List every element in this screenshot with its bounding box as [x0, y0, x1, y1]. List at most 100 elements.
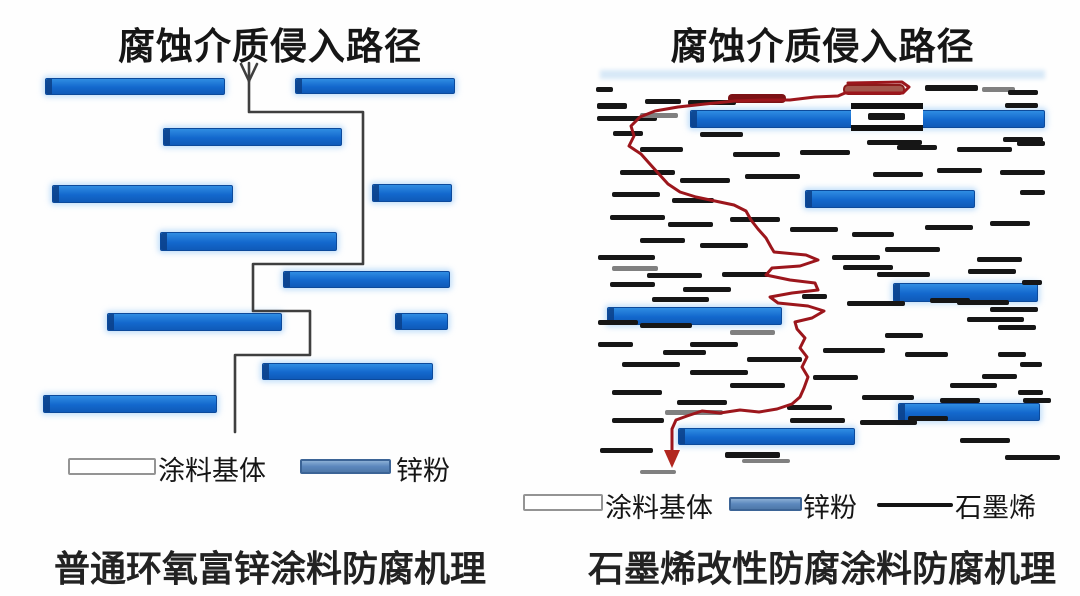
graphene-dash — [957, 147, 1012, 152]
graphene-dash — [905, 352, 948, 357]
legend-swatch-coating — [523, 494, 603, 511]
red-arrowhead-icon — [664, 450, 680, 468]
legend-label-graphene: 石墨烯 — [955, 493, 1036, 523]
graphene-dash — [862, 395, 914, 400]
graphene-dash — [612, 266, 658, 271]
graphene-dash — [873, 172, 923, 177]
graphene-dash — [847, 301, 905, 306]
thick-red-segment — [728, 94, 786, 103]
zinc-bar — [262, 363, 433, 380]
graphene-dash — [998, 352, 1026, 357]
graphene-dash — [930, 298, 970, 303]
graphene-dash — [1005, 103, 1038, 108]
left-panel-title: 腐蚀介质侵入路径 — [118, 26, 422, 67]
graphene-dash — [645, 99, 681, 104]
graphene-dash — [937, 168, 982, 173]
zinc-bar — [160, 232, 337, 251]
graphene-dash — [802, 294, 827, 299]
graphene-dash — [800, 150, 850, 155]
graphene-dash — [1003, 137, 1043, 142]
left-panel-caption: 普通环氧富锌涂料防腐机理 — [53, 548, 486, 589]
graphene-dash — [647, 273, 702, 278]
graphene-dash — [677, 400, 727, 405]
graphene-dash — [852, 232, 894, 237]
graphene-dash — [990, 221, 1030, 226]
graphene-dash — [787, 405, 832, 410]
graphene-dash — [680, 178, 730, 183]
legend-label-zinc: 锌粉 — [396, 456, 450, 486]
graphene-dash — [598, 342, 633, 347]
graphene-dash — [982, 374, 1017, 379]
zinc-bar — [678, 428, 855, 445]
graphene-dash — [745, 174, 800, 179]
light-blue-halo — [600, 70, 1045, 79]
graphene-dash — [813, 375, 858, 380]
zinc-bar — [372, 184, 452, 202]
zinc-bar — [107, 313, 282, 331]
legend-swatch-zinc — [300, 459, 391, 474]
zinc-bar — [163, 128, 342, 146]
graphene-dash — [925, 225, 973, 230]
legend-label-coating: 涂料基体 — [605, 493, 713, 523]
graphene-dash — [1020, 190, 1045, 195]
graphene-dash — [622, 362, 680, 367]
graphene-dash — [1018, 390, 1043, 395]
zinc-bar — [43, 395, 217, 413]
graphene-dash — [1017, 141, 1045, 146]
graphene-dash — [733, 152, 780, 157]
zinc-bar — [283, 271, 450, 288]
graphene-dash — [1023, 398, 1051, 403]
graphene-dash — [640, 147, 683, 152]
graphene-dash — [690, 370, 748, 375]
graphene-dash — [790, 418, 845, 423]
graphene-dash — [598, 320, 638, 325]
graphene-dash — [672, 198, 714, 203]
graphene-dash — [610, 215, 665, 220]
zinc-bar — [395, 313, 448, 330]
graphene-dash — [683, 287, 731, 292]
graphene-dash — [1022, 280, 1042, 285]
zinc-bar — [295, 78, 455, 94]
graphene-dash — [612, 390, 662, 395]
graphene-dash — [832, 255, 880, 260]
graphene-dash — [730, 330, 775, 335]
graphene-dash — [957, 300, 1009, 305]
graphene-dash — [877, 272, 930, 277]
legend-label-coating: 涂料基体 — [158, 456, 266, 486]
graphene-dash — [940, 398, 980, 403]
graphene-dash — [597, 103, 627, 109]
graphene-dash — [1008, 90, 1038, 95]
graphene-dash — [690, 342, 738, 347]
graphene-dash — [640, 113, 678, 118]
graphene-dash — [598, 255, 655, 260]
graphene-dash — [652, 297, 709, 302]
graphene-dash — [620, 170, 675, 175]
graphene-dash — [742, 459, 790, 463]
graphene-dash — [640, 238, 685, 243]
graphene-dash — [668, 222, 713, 227]
graphene-dash — [610, 282, 655, 287]
graphene-dash — [730, 383, 785, 388]
graphene-dash — [725, 452, 780, 458]
graphene-dash — [1020, 362, 1042, 367]
graphene-dash — [823, 348, 885, 353]
graphene-dash — [897, 145, 937, 150]
graphene-dash — [688, 100, 736, 105]
graphene-dash — [612, 418, 664, 423]
graphene-dash — [700, 243, 748, 248]
graphene-dash — [790, 227, 838, 232]
graphene-dash — [612, 192, 660, 197]
graphene-dash — [843, 265, 893, 270]
graphene-dash — [663, 350, 706, 355]
graphene-dash — [990, 307, 1038, 312]
right-panel-title: 腐蚀介质侵入路径 — [670, 26, 975, 67]
zinc-bar — [805, 190, 975, 208]
zinc-bar — [45, 78, 225, 95]
brown-zinc-bar — [843, 84, 905, 95]
graphene-dash — [640, 470, 676, 474]
right-panel-caption: 石墨烯改性防腐涂料防腐机理 — [587, 548, 1056, 589]
graphene-dash — [960, 438, 1010, 443]
graphene-dash — [700, 132, 743, 137]
graphene-dash — [885, 247, 940, 252]
graphene-dash — [600, 448, 653, 453]
